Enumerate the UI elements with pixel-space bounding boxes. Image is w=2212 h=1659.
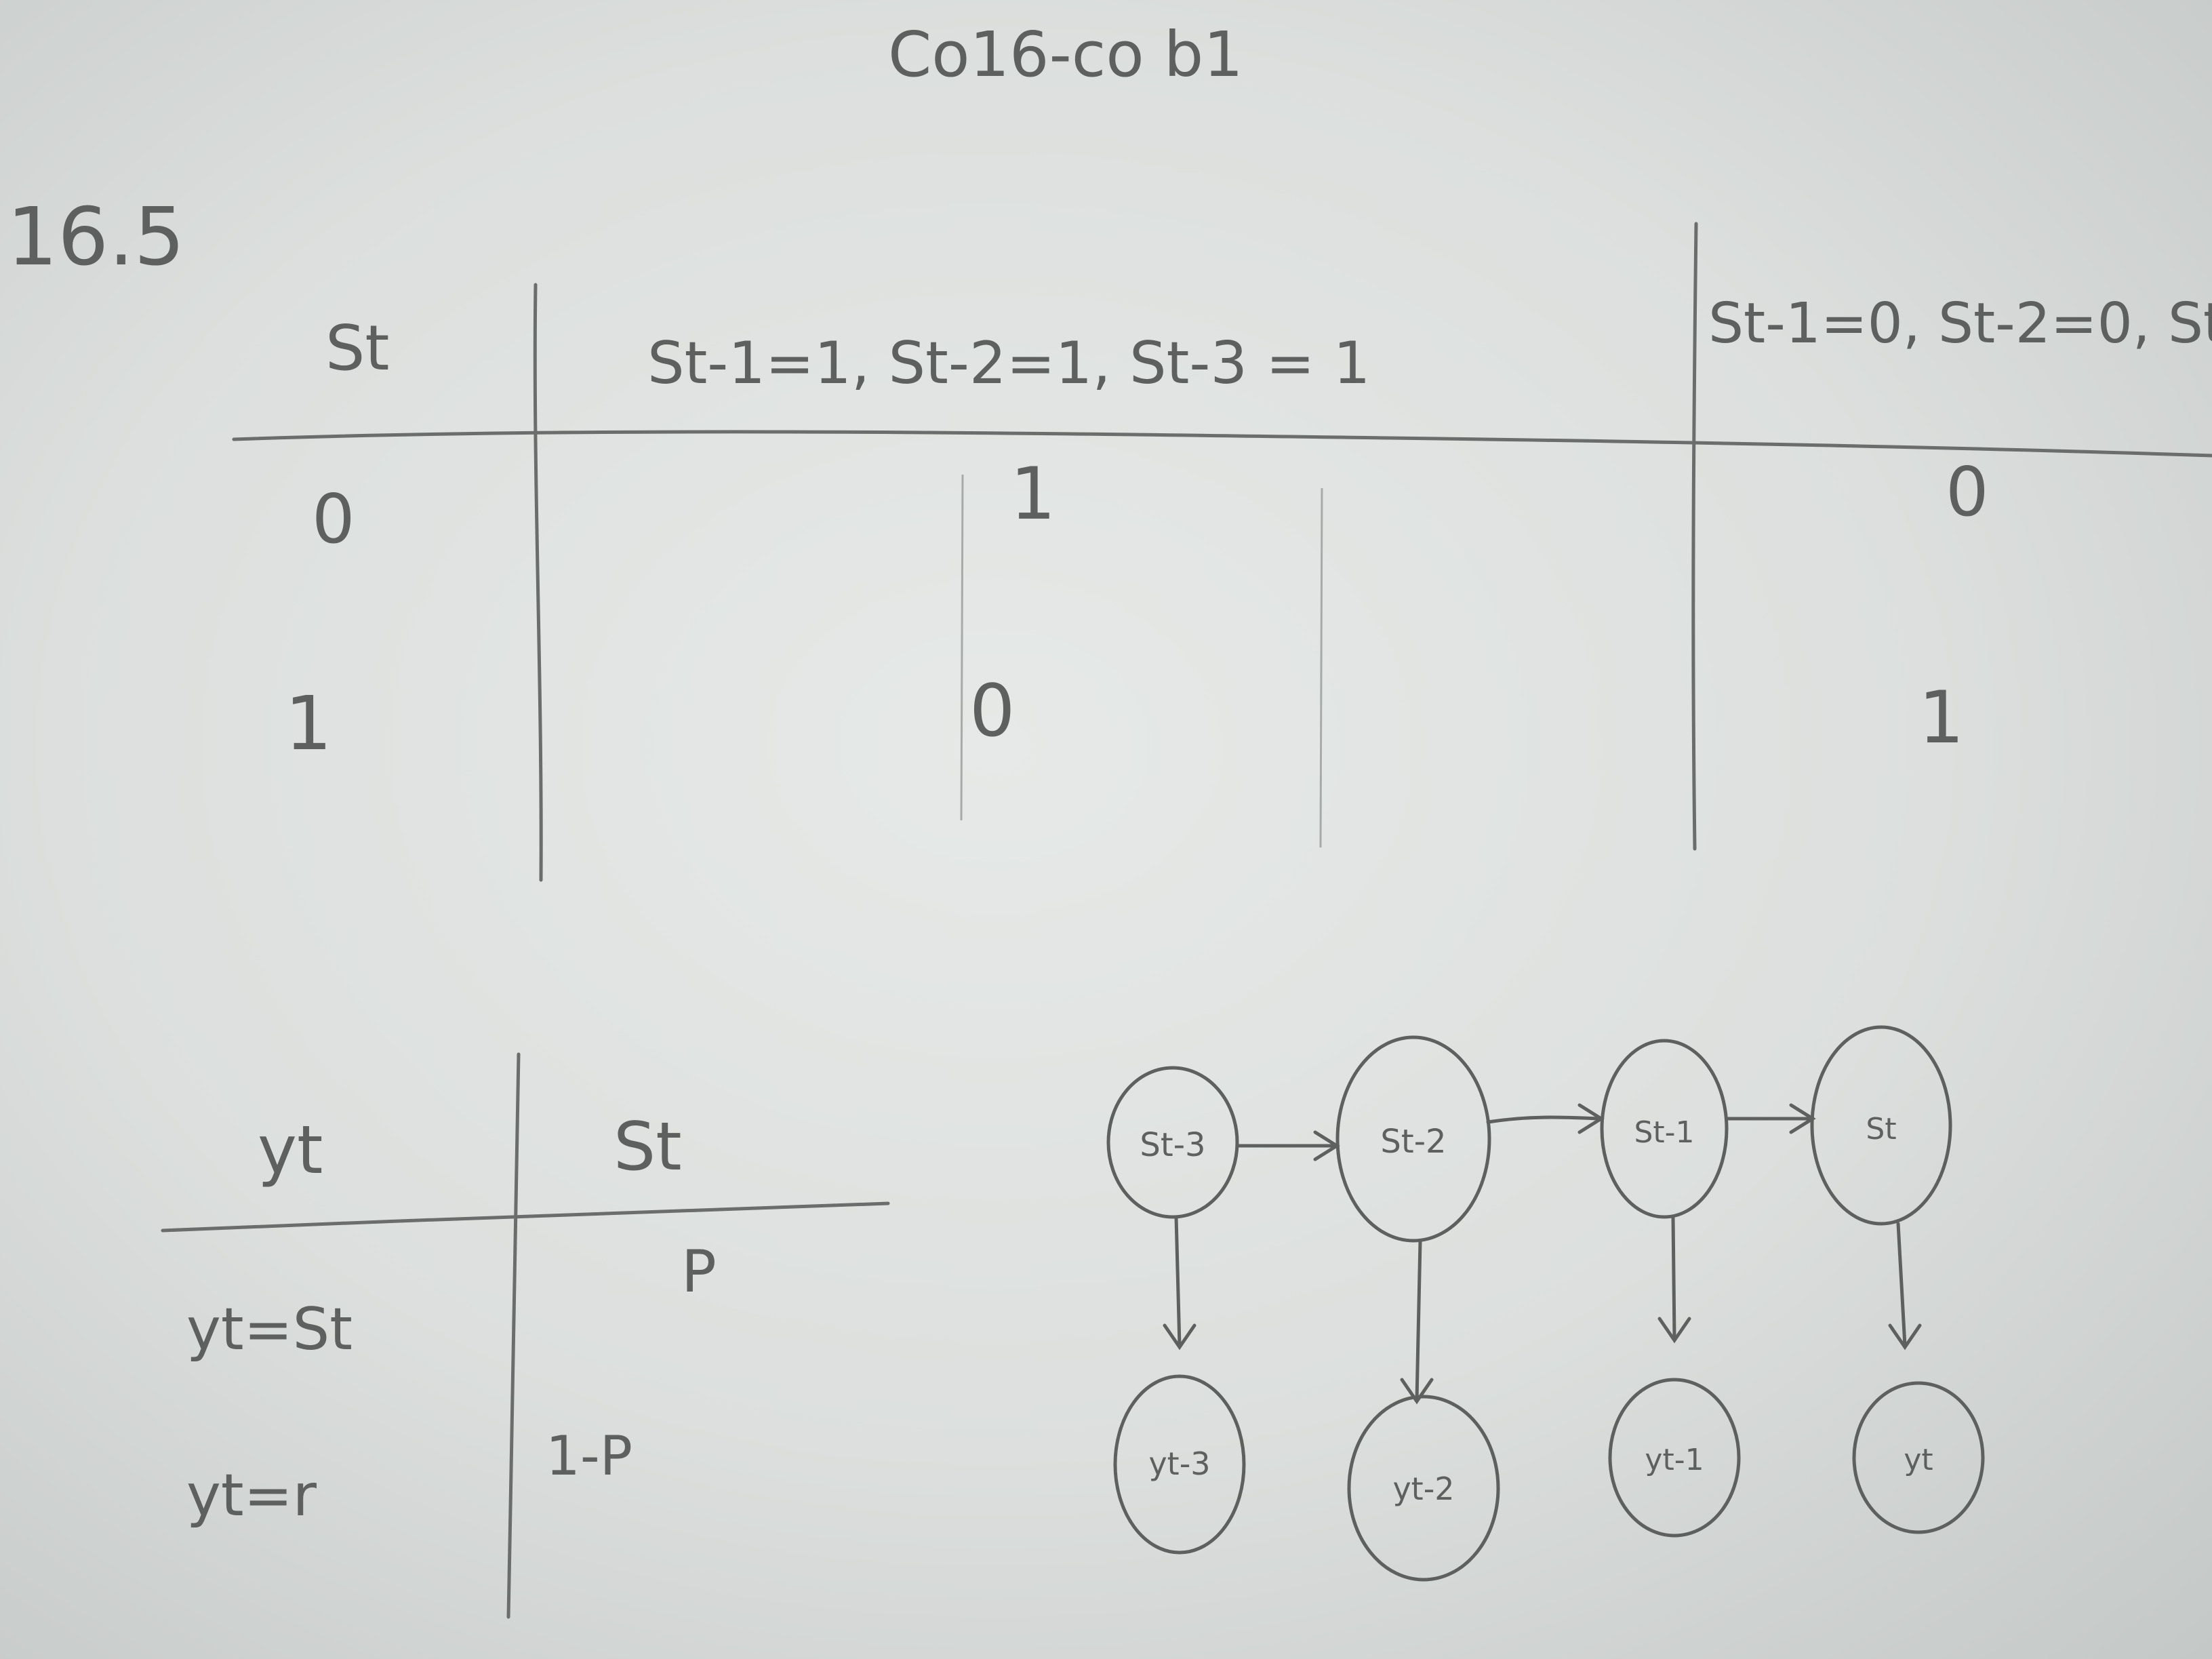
transition-arrow bbox=[1486, 1103, 1605, 1134]
transition-arrow bbox=[1725, 1103, 1816, 1134]
header-scrawl: Co16-co b1 bbox=[888, 18, 1243, 91]
transition-state-header: St bbox=[325, 312, 389, 384]
transition-value-b-cell: 1 bbox=[1918, 676, 1964, 759]
hmm-diagram: St-3 St-2 St-1 St bbox=[1106, 1025, 1985, 1582]
transition-condition-a-header: St-1=1, St-2=1, St-3 = 1 bbox=[647, 329, 1371, 397]
transition-table: St St-1=1, St-2=1, St-3 = 1 St-1=0, St-2… bbox=[232, 222, 2212, 882]
emission-case-cell: yt=r bbox=[186, 1462, 317, 1530]
emission-prob-cell: P bbox=[681, 1238, 717, 1306]
observed-node: yt bbox=[1852, 1381, 1985, 1534]
observed-node-circle bbox=[1113, 1374, 1246, 1555]
observed-node-label: yt bbox=[1904, 1443, 1933, 1477]
hidden-node-label: St-1 bbox=[1634, 1115, 1694, 1150]
emission-arrow bbox=[1657, 1215, 1691, 1344]
emission-divider bbox=[506, 1052, 521, 1619]
observed-node-label: yt-2 bbox=[1392, 1471, 1454, 1507]
observed-node-label: yt-1 bbox=[1645, 1443, 1704, 1477]
transition-value-a-cell: 1 bbox=[1010, 452, 1055, 536]
hidden-node-circle bbox=[1335, 1035, 1491, 1243]
observed-node: yt-1 bbox=[1608, 1378, 1741, 1538]
transition-value-a-cell: 0 bbox=[969, 669, 1015, 753]
emission-table: yt St yt=St P yt=r 1-P bbox=[161, 1052, 890, 1619]
observed-node: yt-2 bbox=[1347, 1395, 1500, 1582]
observed-node-circle bbox=[1347, 1395, 1500, 1582]
transition-header-rule bbox=[232, 430, 2212, 458]
transition-state-cell: 0 bbox=[312, 479, 355, 559]
hidden-node-label: St-2 bbox=[1380, 1123, 1446, 1161]
page-crease bbox=[1319, 487, 1323, 848]
hidden-node-label: St-3 bbox=[1140, 1126, 1205, 1164]
transition-divider-right bbox=[1691, 222, 1698, 851]
hidden-node: St-2 bbox=[1335, 1035, 1491, 1243]
page-crease bbox=[960, 474, 964, 821]
emission-arrow bbox=[1163, 1215, 1197, 1351]
emission-state-header: St bbox=[614, 1108, 682, 1186]
hidden-node-circle bbox=[1810, 1025, 1952, 1226]
hidden-node: St-3 bbox=[1106, 1066, 1239, 1219]
observed-node: yt-3 bbox=[1113, 1374, 1246, 1555]
transition-divider-left bbox=[533, 283, 543, 882]
hidden-node-label: St bbox=[1866, 1112, 1896, 1146]
hidden-node-circle bbox=[1600, 1039, 1729, 1219]
transition-value-b-cell: 0 bbox=[1946, 452, 1989, 532]
hidden-node-circle bbox=[1106, 1066, 1239, 1219]
emission-arrow bbox=[1400, 1239, 1434, 1405]
transition-condition-b-header: St-1=0, St-2=0, St- bbox=[1708, 292, 2212, 356]
emission-arrow bbox=[1888, 1222, 1922, 1351]
transition-state-cell: 1 bbox=[285, 680, 332, 767]
observed-node-circle bbox=[1852, 1381, 1985, 1534]
transition-row: 0 1 0 bbox=[312, 452, 1989, 559]
observed-node-label: yt-3 bbox=[1148, 1445, 1210, 1482]
hidden-node: St bbox=[1810, 1025, 1952, 1226]
emission-obs-header: yt bbox=[258, 1112, 323, 1189]
emission-row: yt=St P bbox=[186, 1238, 717, 1363]
emission-case-cell: yt=St bbox=[186, 1296, 353, 1363]
transition-row: 1 0 1 bbox=[285, 669, 1964, 767]
hidden-node: St-1 bbox=[1600, 1039, 1729, 1219]
emission-header-rule bbox=[161, 1201, 890, 1233]
emission-prob-cell: 1-P bbox=[546, 1424, 632, 1487]
transition-arrow bbox=[1235, 1130, 1340, 1161]
emission-row: yt=r 1-P bbox=[186, 1424, 632, 1530]
observed-node-circle bbox=[1608, 1378, 1741, 1538]
problem-number: 16.5 bbox=[7, 190, 185, 283]
